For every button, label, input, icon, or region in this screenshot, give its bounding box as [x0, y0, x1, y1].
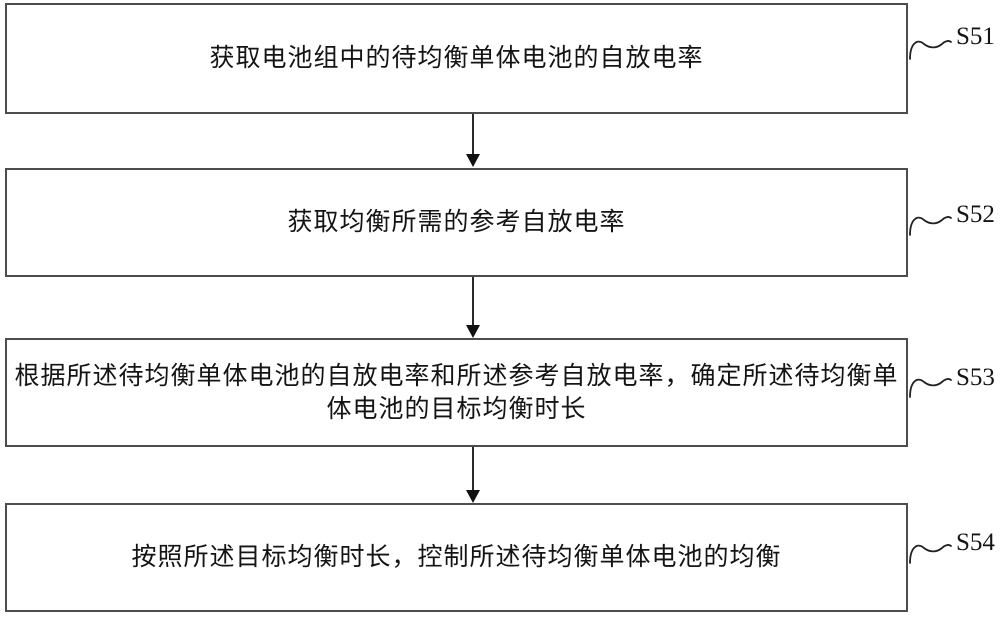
step-reference-label-s54: S54 [956, 529, 995, 556]
step-reference-label-s51: S51 [956, 23, 995, 50]
flow-step-box-4: 按照所述目标均衡时长，控制所述待均衡单体电池的均衡 [5, 503, 908, 612]
flow-step-box-1: 获取电池组中的待均衡单体电池的自放电率 [5, 3, 908, 114]
flow-arrow-2 [466, 277, 480, 338]
reference-squiggle-connector-3 [909, 378, 952, 398]
reference-squiggle-connector-4 [909, 544, 952, 564]
arrow-shaft [472, 277, 474, 325]
flow-step-4-text: 按照所述目标均衡时长，控制所述待均衡单体电池的均衡 [131, 544, 782, 571]
arrow-head-down-icon [466, 154, 480, 167]
arrow-shaft [472, 447, 474, 490]
arrow-head-down-icon [466, 490, 480, 503]
flow-step-box-2: 获取均衡所需的参考自放电率 [5, 168, 908, 277]
flow-step-2-text: 获取均衡所需的参考自放电率 [287, 209, 626, 236]
step-reference-label-s53: S53 [956, 364, 995, 391]
reference-squiggle-connector-1 [909, 40, 952, 60]
arrow-head-down-icon [466, 325, 480, 338]
flow-arrow-3 [466, 447, 480, 503]
reference-squiggle-connector-2 [909, 216, 952, 236]
flow-step-box-3: 根据所述待均衡单体电池的自放电率和所述参考自放电率，确定所述待均衡单 体电池的目… [5, 338, 908, 447]
flow-step-3-text-line1: 根据所述待均衡单体电池的自放电率和所述参考自放电率，确定所述待均衡单 [14, 362, 899, 390]
step-reference-label-s52: S52 [956, 201, 995, 228]
arrow-shaft [472, 114, 474, 154]
flow-step-1-text: 获取电池组中的待均衡单体电池的自放电率 [209, 45, 704, 72]
flow-arrow-1 [466, 114, 480, 167]
flow-step-3-text-line2: 体电池的目标均衡时长 [326, 395, 587, 423]
